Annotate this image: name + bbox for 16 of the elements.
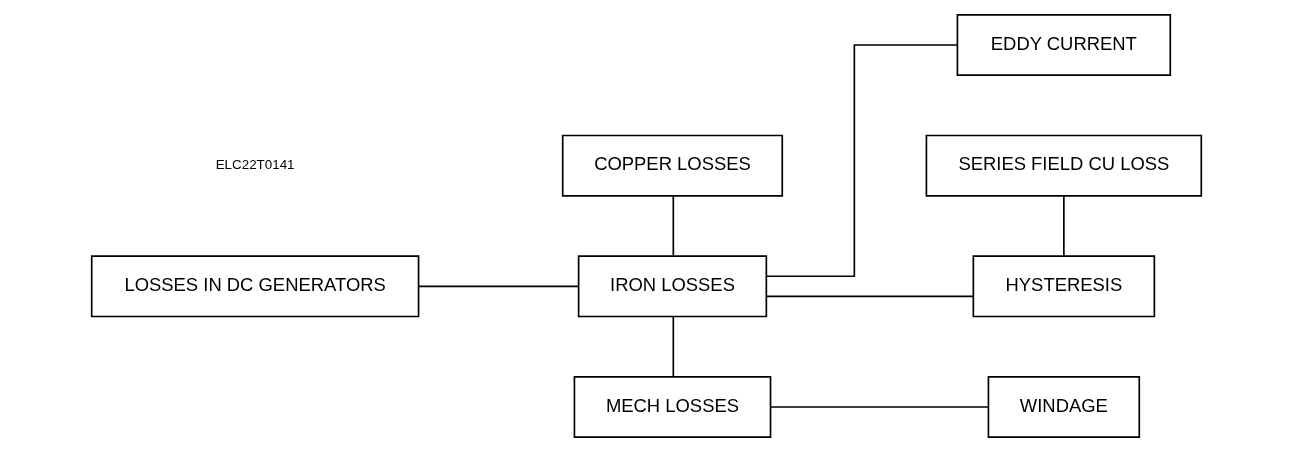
node-box: SERIES FIELD CU LOSS [925,134,1202,197]
node-box: COPPER LOSSES [561,134,783,197]
node-box: MECH LOSSES [573,376,771,439]
connector [765,295,974,298]
node-box: LOSSES IN DC GENERATORS [90,255,419,318]
connector [672,315,674,377]
connector [765,44,958,278]
label: ELC22T0141 [215,156,295,172]
connector [417,285,579,288]
node-box: HYSTERESIS [972,255,1155,318]
connector [1062,195,1065,257]
node-box: IRON LOSSES [577,255,767,318]
connector [769,406,989,408]
node-box: EDDY CURRENT [956,13,1171,76]
connector [672,195,674,257]
node-box: WINDAGE [987,376,1140,439]
